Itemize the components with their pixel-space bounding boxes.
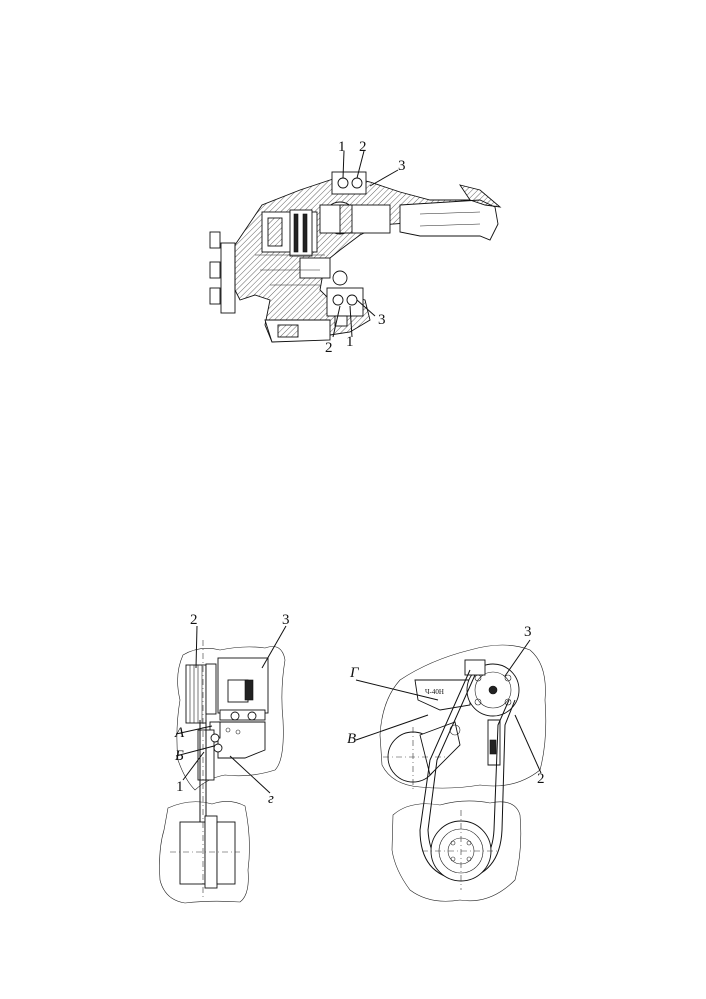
bolt-head bbox=[209, 231, 221, 249]
callout-g-left: г bbox=[268, 791, 274, 807]
callout-1-left: 1 bbox=[176, 779, 184, 795]
belt-drive-front-view bbox=[355, 639, 547, 902]
belt-bracket-side-view bbox=[159, 625, 287, 904]
callout-2-top: 2 bbox=[359, 139, 367, 155]
plate-marking: Ч-40Н bbox=[425, 688, 444, 696]
callout-3-right: 3 bbox=[524, 624, 532, 640]
callout-1-top: 1 bbox=[338, 139, 346, 155]
callout-B-left: Б bbox=[174, 748, 184, 764]
callout-G-right: Г bbox=[349, 665, 360, 681]
callout-2-left: 2 bbox=[190, 612, 198, 628]
bolt-head bbox=[209, 287, 221, 305]
callout-V-right: В bbox=[347, 731, 356, 747]
callout-2-right: 2 bbox=[537, 771, 545, 787]
callout-3-left: 3 bbox=[282, 612, 290, 628]
callout-A-left: А bbox=[174, 725, 185, 741]
callout-3-top: 3 bbox=[398, 158, 406, 174]
callout-3-bottom: 3 bbox=[378, 312, 386, 328]
callout-2-bottom: 2 bbox=[325, 340, 333, 356]
bolt-head bbox=[209, 261, 221, 279]
axle-section-drawing bbox=[209, 150, 502, 343]
callout-1-bottom: 1 bbox=[346, 334, 354, 350]
